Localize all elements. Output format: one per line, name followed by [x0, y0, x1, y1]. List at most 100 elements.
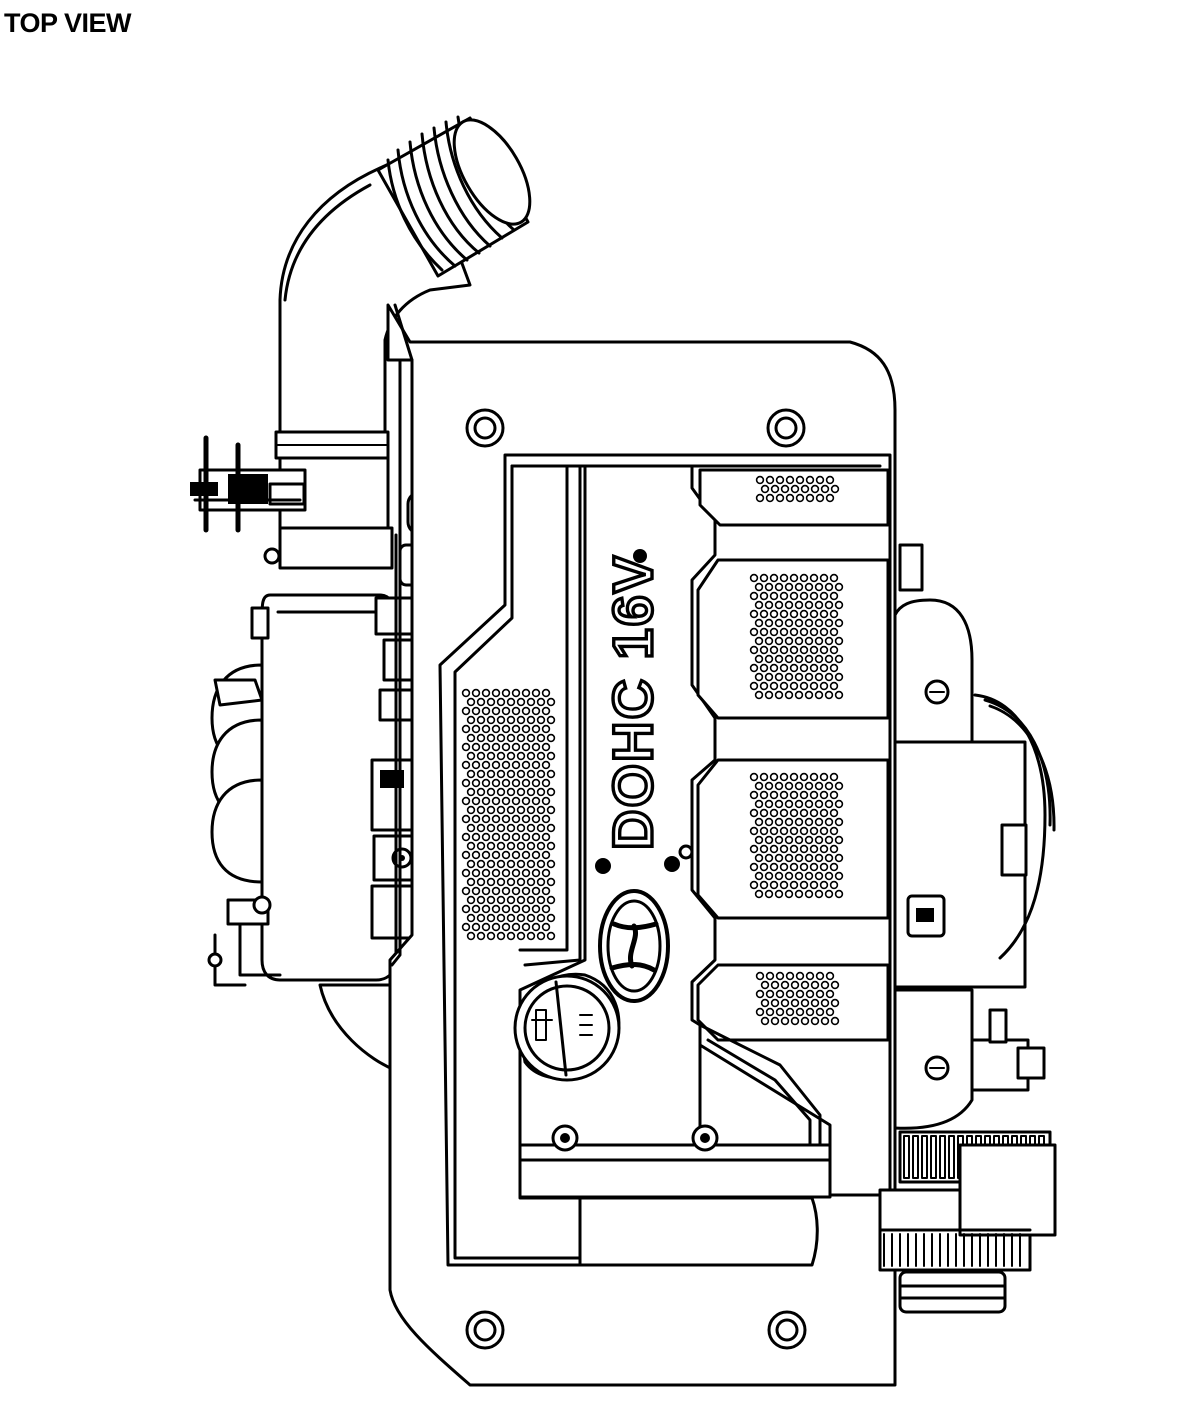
vent-hole — [759, 844, 769, 854]
vent-hole — [536, 769, 546, 779]
vent-hole — [516, 841, 526, 851]
vent-hole — [541, 760, 551, 770]
vent-hole — [476, 805, 486, 815]
vent-hole — [536, 931, 546, 941]
vent-hole — [471, 832, 481, 842]
vent-hole — [541, 706, 551, 716]
vent-hole — [506, 859, 516, 869]
vent-hole — [834, 835, 844, 845]
vent-hole — [784, 618, 794, 628]
vent-hole — [466, 769, 476, 779]
vent-hole — [829, 591, 839, 601]
vent-hole — [506, 787, 516, 797]
vent-hole — [511, 868, 521, 878]
alternator-fin — [903, 1135, 910, 1179]
vent-hole — [546, 841, 556, 851]
vent-hole — [521, 742, 531, 752]
vent-hole — [749, 790, 759, 800]
vent-hole — [825, 1007, 835, 1017]
vent-hole — [799, 573, 809, 583]
vent-hole — [491, 922, 501, 932]
vent-hole — [814, 654, 824, 664]
vent-hole — [815, 475, 825, 485]
vent-hole — [785, 971, 795, 981]
vent-hole — [511, 706, 521, 716]
vent-hole — [824, 835, 834, 845]
vent-hole — [516, 769, 526, 779]
vent-hole — [481, 886, 491, 896]
vent-hole — [755, 493, 765, 503]
vent-hole — [749, 663, 759, 673]
vent-hole — [476, 733, 486, 743]
vent-hole — [794, 582, 804, 592]
vent-hole — [461, 796, 471, 806]
vent-hole — [754, 654, 764, 664]
vent-hole — [759, 645, 769, 655]
vent-hole — [824, 582, 834, 592]
vent-hole — [541, 922, 551, 932]
vent-hole — [804, 582, 814, 592]
alternator-fin — [930, 1135, 937, 1179]
vent-hole — [804, 600, 814, 610]
vent-hole — [755, 971, 765, 981]
vent-hole — [486, 913, 496, 923]
vent-hole — [461, 724, 471, 734]
vent-hole — [790, 980, 800, 990]
vent-hole — [541, 688, 551, 698]
vent-hole — [486, 805, 496, 815]
vent-hole — [804, 817, 814, 827]
vent-hole — [541, 796, 551, 806]
vent-hole — [784, 636, 794, 646]
vent-hole — [765, 493, 775, 503]
vent-hole — [820, 980, 830, 990]
vent-hole — [775, 971, 785, 981]
vent-hole — [516, 733, 526, 743]
vent-hole — [749, 573, 759, 583]
timing-belt-cover — [893, 543, 1056, 1130]
vent-hole — [809, 681, 819, 691]
alternator — [878, 1008, 1057, 1314]
vent-hole — [764, 636, 774, 646]
vent-hole — [819, 663, 829, 673]
vent-hole — [461, 688, 471, 698]
vent-hole — [516, 859, 526, 869]
vent-hole — [764, 817, 774, 827]
vent-hole — [536, 733, 546, 743]
vent-hole — [496, 751, 506, 761]
vent-hole — [754, 853, 764, 863]
vent-hole — [829, 862, 839, 872]
vent-hole — [805, 971, 815, 981]
vent-hole — [501, 724, 511, 734]
vent-hole — [541, 904, 551, 914]
vent-hole — [819, 772, 829, 782]
vent-hole — [834, 690, 844, 700]
vent-hole — [501, 778, 511, 788]
vent-hole — [825, 971, 835, 981]
vent-hole — [481, 724, 491, 734]
vent-hole — [541, 868, 551, 878]
vent-hole — [476, 769, 486, 779]
vent-hole — [486, 823, 496, 833]
vent-hole — [775, 475, 785, 485]
vent-hole — [834, 672, 844, 682]
vent-hole — [511, 796, 521, 806]
vent-hole — [779, 627, 789, 637]
vent-hole — [774, 781, 784, 791]
vent-hole — [496, 931, 506, 941]
vent-hole — [764, 835, 774, 845]
vent-hole — [834, 799, 844, 809]
vent-hole — [804, 672, 814, 682]
vent-holes — [461, 475, 844, 1026]
vent-hole — [471, 850, 481, 860]
vent-hole — [466, 841, 476, 851]
vent-hole — [501, 832, 511, 842]
vent-hole — [546, 805, 556, 815]
vent-hole — [466, 913, 476, 923]
vent-hole — [794, 618, 804, 628]
vent-hole — [506, 823, 516, 833]
vent-hole — [526, 841, 536, 851]
vent-hole — [784, 582, 794, 592]
vent-hole — [819, 826, 829, 836]
vent-hole — [784, 600, 794, 610]
vent-hole — [466, 877, 476, 887]
